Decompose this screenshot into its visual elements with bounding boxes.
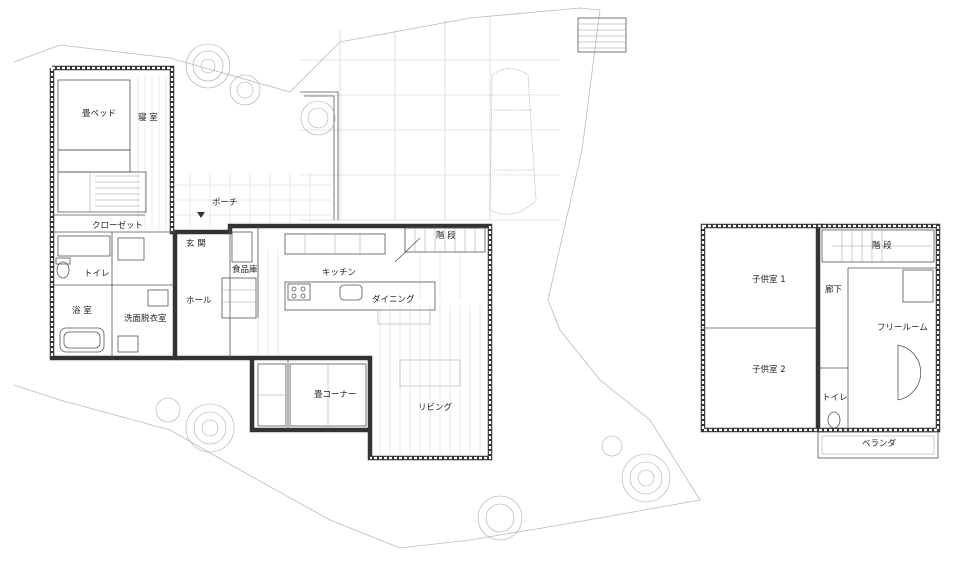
- kitchen-island: [284, 281, 436, 311]
- label-washroom: 洗面脱衣室: [124, 313, 167, 324]
- label-kids-room-2: 子供室 2: [752, 364, 786, 375]
- label-bathroom: 浴 室: [72, 305, 92, 316]
- label-toilet-1f: トイレ: [84, 269, 110, 279]
- tree-1: [185, 43, 231, 89]
- label-living: リビング: [418, 402, 453, 413]
- label-free-room: フリールーム: [877, 323, 928, 333]
- floor1-walls: [49, 65, 493, 461]
- pantry-shelves: [221, 231, 257, 319]
- sofa: [399, 359, 461, 387]
- label-hall: ホール: [186, 296, 212, 306]
- parking-grid: [300, 18, 560, 221]
- toilet-fixture-1f: [55, 257, 71, 279]
- tree-7: [477, 495, 523, 541]
- entrance-arrow: [197, 212, 205, 218]
- floor1-labels: 寝 室 畳ベッド クローゼット ポーチ 玄 関 階 段 食品庫 キッチン トイレ…: [72, 109, 456, 413]
- floor1-interior-walls: [52, 214, 289, 430]
- closet-shelves: [57, 171, 147, 257]
- stairs-2f: [821, 229, 935, 263]
- outdoor-steps: [577, 17, 627, 53]
- tree-4: [185, 403, 235, 453]
- stairs-1f: [394, 227, 486, 263]
- fence: [300, 91, 339, 220]
- label-stairs-1f: 階 段: [436, 230, 456, 241]
- porch-tiles: [175, 172, 335, 228]
- label-toilet-2f: トイレ: [822, 393, 848, 403]
- label-porch: ポーチ: [212, 198, 238, 208]
- wash-counter: [117, 237, 169, 353]
- floor2-labels: 子供室 1 子供室 2 階 段 廊下 フリールーム トイレ ベランダ: [752, 240, 928, 449]
- veranda: [817, 431, 939, 459]
- label-veranda: ベランダ: [862, 438, 897, 449]
- bathtub: [59, 327, 105, 353]
- tree-3: [229, 74, 261, 106]
- living-floor-hatch: [257, 250, 481, 455]
- label-kitchen: キッチン: [322, 268, 356, 278]
- label-bedroom: 寝 室: [138, 112, 158, 123]
- toilet-fixture-2f: [827, 411, 841, 429]
- bed: [57, 79, 131, 173]
- label-closet: クローゼット: [92, 220, 143, 231]
- dining-table: [377, 309, 431, 325]
- tatami-corner-mats: [257, 363, 367, 427]
- label-dining: ダイニング: [372, 294, 415, 305]
- label-stairs-2f: 階 段: [872, 240, 892, 251]
- bedroom-floor-hatch: [137, 75, 167, 230]
- label-tatami-bed: 畳ベッド: [82, 109, 116, 119]
- floor2-walls: [700, 223, 941, 433]
- label-corridor: 廊下: [825, 284, 843, 295]
- kitchen-back-counter: [284, 233, 386, 255]
- label-entrance: 玄 関: [186, 238, 206, 249]
- label-tatami-corner: 畳コーナー: [314, 390, 357, 400]
- car-outline: [489, 68, 537, 215]
- free-room-door-swing: [897, 344, 922, 401]
- site-boundary: [13, 7, 701, 549]
- label-pantry: 食品庫: [232, 264, 258, 275]
- tree-6: [621, 453, 671, 503]
- tree-5: [155, 397, 181, 423]
- label-kids-room-1: 子供室 1: [752, 274, 786, 285]
- tree-2: [300, 100, 336, 136]
- tree-8: [601, 435, 623, 457]
